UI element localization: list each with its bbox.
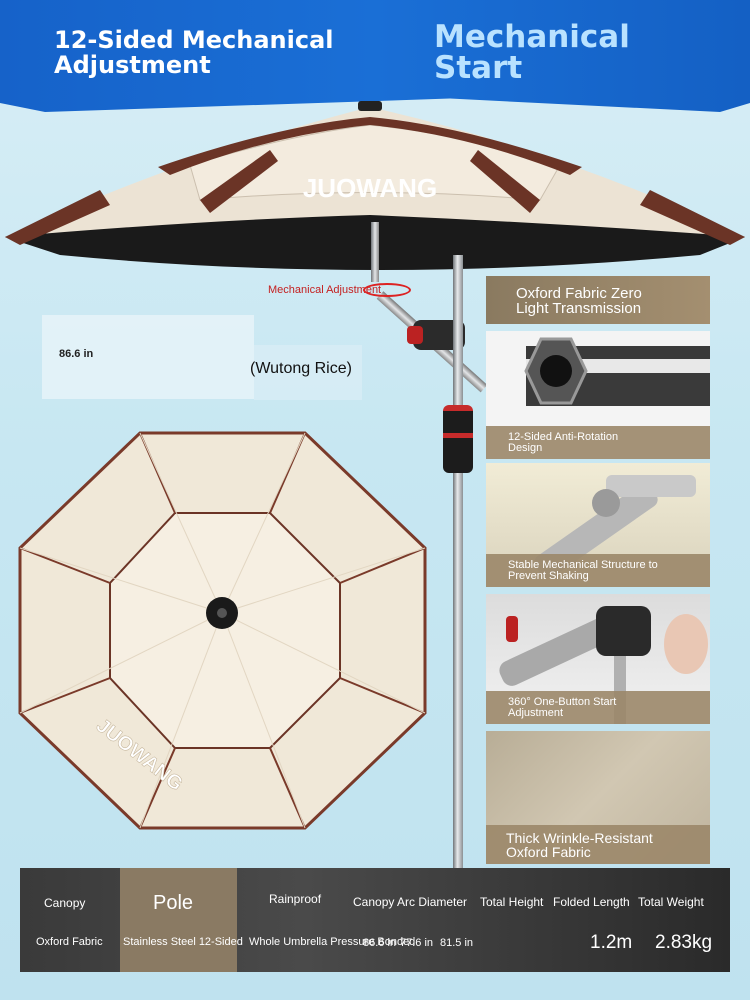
feature-caption-1: 12-Sided Anti-Rotation Design bbox=[486, 426, 710, 459]
spec-total-height-header: Total Height bbox=[480, 895, 544, 909]
feature-caption-1-line1: 12-Sided Anti-Rotation bbox=[508, 431, 619, 443]
mechanical-adjustment-label: Mechanical Adjustment bbox=[268, 284, 382, 296]
feature-caption-3-line1: 360° One-Button Start bbox=[508, 696, 617, 708]
feature-caption-1-line2: Design bbox=[508, 442, 543, 454]
banner-left-line1: 12-Sided Mechanical bbox=[54, 26, 334, 54]
feature-title-panel: Oxford Fabric Zero Light Transmission bbox=[486, 276, 710, 324]
header-banner bbox=[0, 0, 750, 112]
banner-left-line2: Adjustment bbox=[54, 51, 211, 79]
feature-caption-2-line2: Prevent Shaking bbox=[508, 570, 589, 582]
feature-caption-4-line2: Oxford Fabric bbox=[506, 844, 591, 860]
pole-grip bbox=[443, 405, 473, 473]
banner-right-line1: Mechanical bbox=[434, 19, 630, 55]
feature-caption-4-line1: Thick Wrinkle-Resistant bbox=[506, 830, 653, 846]
banner-right-heading: Mechanical Start bbox=[434, 22, 630, 84]
spec-weight-value: 2.83kg bbox=[655, 932, 713, 953]
spec-rainproof-value: Whole Umbrella Pressure Bonded bbox=[249, 936, 416, 948]
umbrella-top-view: JUOWANG bbox=[18, 431, 427, 830]
spec-pole-header: Pole bbox=[153, 892, 194, 914]
spec-pole-cell bbox=[120, 868, 237, 972]
dimension-box-secondary bbox=[254, 345, 362, 400]
rotation-arrow-icon bbox=[363, 283, 411, 297]
spec-rainproof-header: Rainproof bbox=[269, 892, 322, 906]
spec-canopy-arc-header: Canopy Arc Diameter bbox=[353, 895, 468, 909]
umbrella-pole bbox=[453, 255, 463, 875]
dimension-note: (Wutong Rice) bbox=[250, 360, 352, 377]
spec-total-height-value: 77.6 in bbox=[400, 937, 434, 949]
pole-top bbox=[371, 222, 379, 282]
banner-right-line2: Start bbox=[434, 50, 523, 86]
feature-panel-stable-structure: Stable Mechanical Structure to Prevent S… bbox=[486, 463, 710, 587]
feature-title-line2: Light Transmission bbox=[516, 300, 642, 317]
feature-caption-3: 360° One-Button Start Adjustment bbox=[486, 691, 710, 724]
banner-left-heading: 12-Sided Mechanical Adjustment bbox=[54, 28, 334, 78]
spec-folded-length-header: Folded Length bbox=[553, 895, 630, 909]
dimension-value: 86.6 in bbox=[59, 348, 94, 360]
feature-title-line1: Oxford Fabric Zero bbox=[516, 285, 642, 302]
feature-caption-3-line2: Adjustment bbox=[508, 707, 564, 719]
spec-length-value: 1.2m bbox=[590, 932, 633, 953]
dimension-box bbox=[42, 315, 254, 399]
umbrella-brand-text: JUOWANG bbox=[303, 173, 437, 203]
feature-caption-4: Thick Wrinkle-Resistant Oxford Fabric bbox=[486, 825, 710, 864]
spec-total-weight-header: Total Weight bbox=[638, 895, 704, 909]
feature-panel-anti-rotation: 12-Sided Anti-Rotation Design bbox=[486, 331, 710, 459]
feature-panel-oxford-fabric: Thick Wrinkle-Resistant Oxford Fabric bbox=[486, 731, 710, 864]
feature-caption-2-line1: Stable Mechanical Structure to bbox=[508, 559, 658, 571]
spec-canopy-value: Oxford Fabric bbox=[36, 936, 103, 948]
spec-canopy-arc-value: 86.6 in bbox=[363, 937, 397, 949]
umbrella-side-view: JUOWANG bbox=[5, 101, 745, 270]
spec-folded-length-value: 81.5 in bbox=[440, 937, 474, 949]
pole-section-image bbox=[524, 337, 710, 406]
feature-caption-2: Stable Mechanical Structure to Prevent S… bbox=[486, 554, 710, 587]
feature-panel-one-button: 360° One-Button Start Adjustment bbox=[486, 594, 710, 724]
spec-canopy-header: Canopy bbox=[44, 896, 86, 910]
button-adjust-image bbox=[499, 606, 708, 724]
spec-pole-value: Stainless Steel 12-Sided bbox=[123, 936, 243, 948]
